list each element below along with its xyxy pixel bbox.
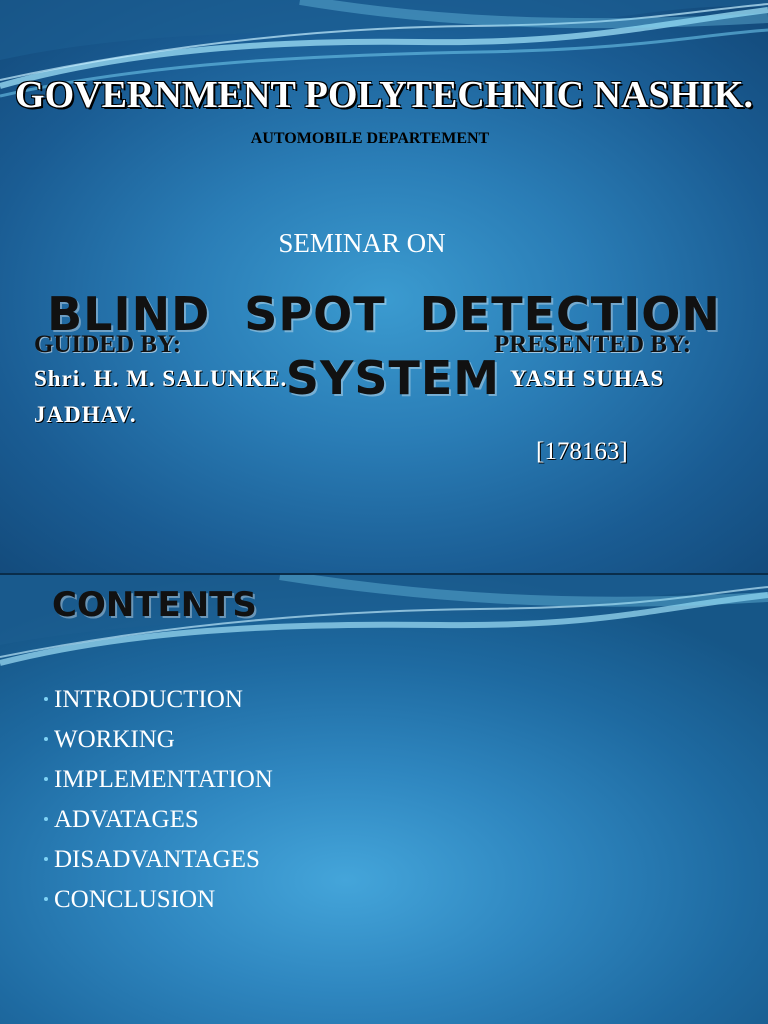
list-item: DISADVANTAGES bbox=[44, 840, 273, 880]
topic-line-2: SYSTEM bbox=[285, 351, 501, 405]
topic-line-1: BLIND SPOT DETECTION bbox=[47, 287, 721, 341]
department-label: AUTOMOBILE DEPARTEMENT bbox=[250, 130, 490, 147]
slide-divider bbox=[0, 573, 768, 576]
seminar-label: SEMINAR ON bbox=[278, 228, 446, 258]
institution-title: GOVERNMENT POLYTECHNIC NASHIK. bbox=[15, 74, 753, 116]
list-item: IMPLEMENTATION bbox=[44, 760, 273, 800]
wave-decoration bbox=[0, 0, 768, 98]
contents-list: INTRODUCTION WORKING IMPLEMENTATION ADVA… bbox=[44, 680, 273, 920]
roll-number: [178163] bbox=[536, 438, 628, 465]
list-item: INTRODUCTION bbox=[44, 680, 273, 720]
guide-name: Shri. H. M. SALUNKE. bbox=[34, 366, 288, 391]
wave-decoration bbox=[0, 575, 768, 666]
presented-by-label: PRESENTED BY: bbox=[494, 331, 692, 358]
guided-by-label: GUIDED BY: bbox=[34, 331, 182, 358]
contents-heading: CONTENTS bbox=[52, 585, 257, 625]
title-slide: GOVERNMENT POLYTECHNIC NASHIK. AUTOMOBIL… bbox=[0, 0, 768, 575]
list-item: WORKING bbox=[44, 720, 273, 760]
list-item: ADVATAGES bbox=[44, 800, 273, 840]
bullet-icon bbox=[44, 737, 48, 742]
bullet-icon bbox=[44, 817, 48, 822]
list-item: CONCLUSION bbox=[44, 880, 273, 920]
bullet-icon bbox=[44, 697, 48, 702]
presenter-name: YASH SUHAS bbox=[510, 366, 665, 391]
presenter-name-continued: JADHAV. bbox=[34, 402, 137, 427]
seminar-topic: BLIND SPOT DETECTION SYSTEM bbox=[0, 282, 768, 410]
bullet-icon bbox=[44, 777, 48, 782]
bullet-icon bbox=[44, 897, 48, 902]
bullet-icon bbox=[44, 857, 48, 862]
contents-slide bbox=[0, 575, 768, 1024]
